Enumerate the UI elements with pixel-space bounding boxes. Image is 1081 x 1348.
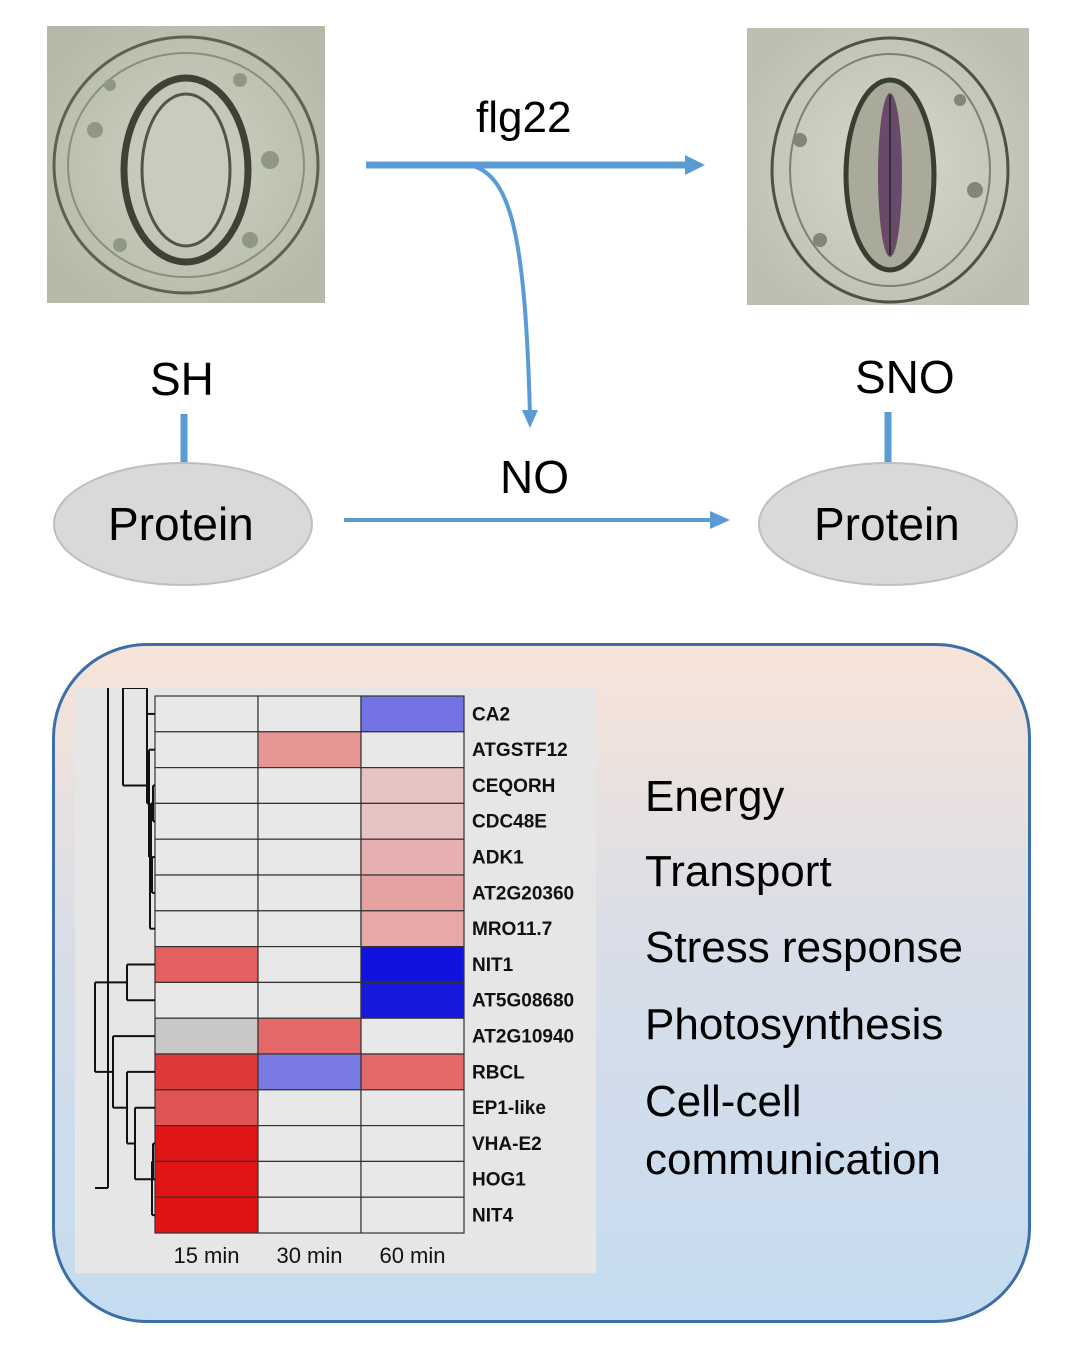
top-schematic bbox=[47, 26, 1029, 586]
category-photosynthesis: Photosynthesis bbox=[645, 1000, 944, 1049]
heatmap-cell bbox=[360, 838, 465, 876]
heatmap-cell bbox=[360, 1089, 465, 1127]
gene-label: AT5G08680 bbox=[472, 991, 574, 1012]
heatmap-cell bbox=[257, 695, 362, 733]
heatmap-cell bbox=[154, 1125, 259, 1163]
heatmap-cell bbox=[257, 1017, 362, 1055]
heatmap-cell bbox=[154, 874, 259, 912]
gene-label: RBCL bbox=[472, 1062, 525, 1083]
heatmap-cell bbox=[360, 946, 465, 984]
heatmap-cell bbox=[154, 1196, 259, 1234]
heatmap-cell bbox=[154, 1053, 259, 1091]
gene-label: ATGSTF12 bbox=[472, 740, 568, 761]
timepoint-label: 30 min bbox=[276, 1243, 342, 1268]
heatmap-cell bbox=[360, 981, 465, 1019]
heatmap-cell bbox=[257, 1089, 362, 1127]
heatmap-cell bbox=[360, 695, 465, 733]
heatmap-cell bbox=[154, 981, 259, 1019]
left-protein-label: Protein bbox=[108, 498, 254, 550]
right-protein-label: Protein bbox=[814, 498, 960, 550]
branch-arrow bbox=[469, 163, 532, 416]
heatmap-cell bbox=[257, 838, 362, 876]
heatmap-cell bbox=[154, 1160, 259, 1198]
heatmap-cell bbox=[360, 1053, 465, 1091]
left-protein-ellipse bbox=[53, 462, 313, 586]
heatmap-cell bbox=[360, 802, 465, 840]
heatmap-cell bbox=[360, 1017, 465, 1055]
flg22-label: flg22 bbox=[476, 93, 572, 142]
timepoint-label: 15 min bbox=[173, 1243, 239, 1268]
heatmap-cell bbox=[257, 1196, 362, 1234]
gene-label: AT2G20360 bbox=[472, 883, 574, 904]
heatmap-cell bbox=[154, 946, 259, 984]
heatmap-cell bbox=[360, 1160, 465, 1198]
heatmap-cell bbox=[257, 910, 362, 948]
gene-label: ADK1 bbox=[472, 848, 524, 869]
heatmap-cell bbox=[154, 695, 259, 733]
category-energy: Energy bbox=[645, 772, 785, 821]
heatmap-cell bbox=[257, 731, 362, 769]
no-label: NO bbox=[500, 451, 569, 503]
heatmap-cell bbox=[257, 1160, 362, 1198]
heatmap-cell bbox=[257, 981, 362, 1019]
gene-label: CEQORH bbox=[472, 776, 555, 797]
heatmap-cell bbox=[360, 731, 465, 769]
gene-label: NIT4 bbox=[472, 1206, 514, 1227]
gene-label: CDC48E bbox=[472, 812, 547, 833]
gene-label: AT2G10940 bbox=[472, 1027, 574, 1048]
heatmap-cell bbox=[360, 1196, 465, 1234]
category-transport: Transport bbox=[645, 847, 832, 896]
timepoint-label: 60 min bbox=[379, 1243, 445, 1268]
heatmap-cell bbox=[257, 766, 362, 804]
heatmap-cell bbox=[360, 874, 465, 912]
heatmap-cell bbox=[154, 766, 259, 804]
category-stress-response: Stress response bbox=[645, 923, 963, 972]
heatmap-cell bbox=[360, 910, 465, 948]
heatmap-cell bbox=[257, 802, 362, 840]
sh-label: SH bbox=[150, 353, 214, 405]
heatmap-cell bbox=[257, 1125, 362, 1163]
sno-label: SNO bbox=[855, 351, 955, 403]
heatmap-cell bbox=[154, 1017, 259, 1055]
dendrogram bbox=[94, 688, 155, 1217]
heatmap-cell bbox=[154, 731, 259, 769]
heatmap-cell bbox=[257, 874, 362, 912]
closed-stomata-image bbox=[747, 28, 1029, 305]
gene-label: HOG1 bbox=[472, 1170, 526, 1191]
heatmap-cell bbox=[154, 838, 259, 876]
heatmap-cell bbox=[257, 1053, 362, 1091]
gene-label: EP1-like bbox=[472, 1098, 546, 1119]
category-communication: communication bbox=[645, 1135, 941, 1184]
heatmap-cell bbox=[257, 946, 362, 984]
right-protein-ellipse bbox=[758, 462, 1018, 586]
gene-label: CA2 bbox=[472, 704, 510, 725]
heatmap-cell bbox=[154, 802, 259, 840]
open-stomata-image bbox=[47, 26, 325, 303]
heatmap-cell bbox=[154, 1089, 259, 1127]
heatmap-cell bbox=[154, 910, 259, 948]
gene-label: NIT1 bbox=[472, 955, 514, 976]
gene-label: MRO11.7 bbox=[472, 919, 552, 940]
gene-label: VHA-E2 bbox=[472, 1134, 542, 1155]
heatmap-cell bbox=[360, 1125, 465, 1163]
heatmap-cell bbox=[360, 766, 465, 804]
category-cell-cell: Cell-cell bbox=[645, 1077, 802, 1126]
